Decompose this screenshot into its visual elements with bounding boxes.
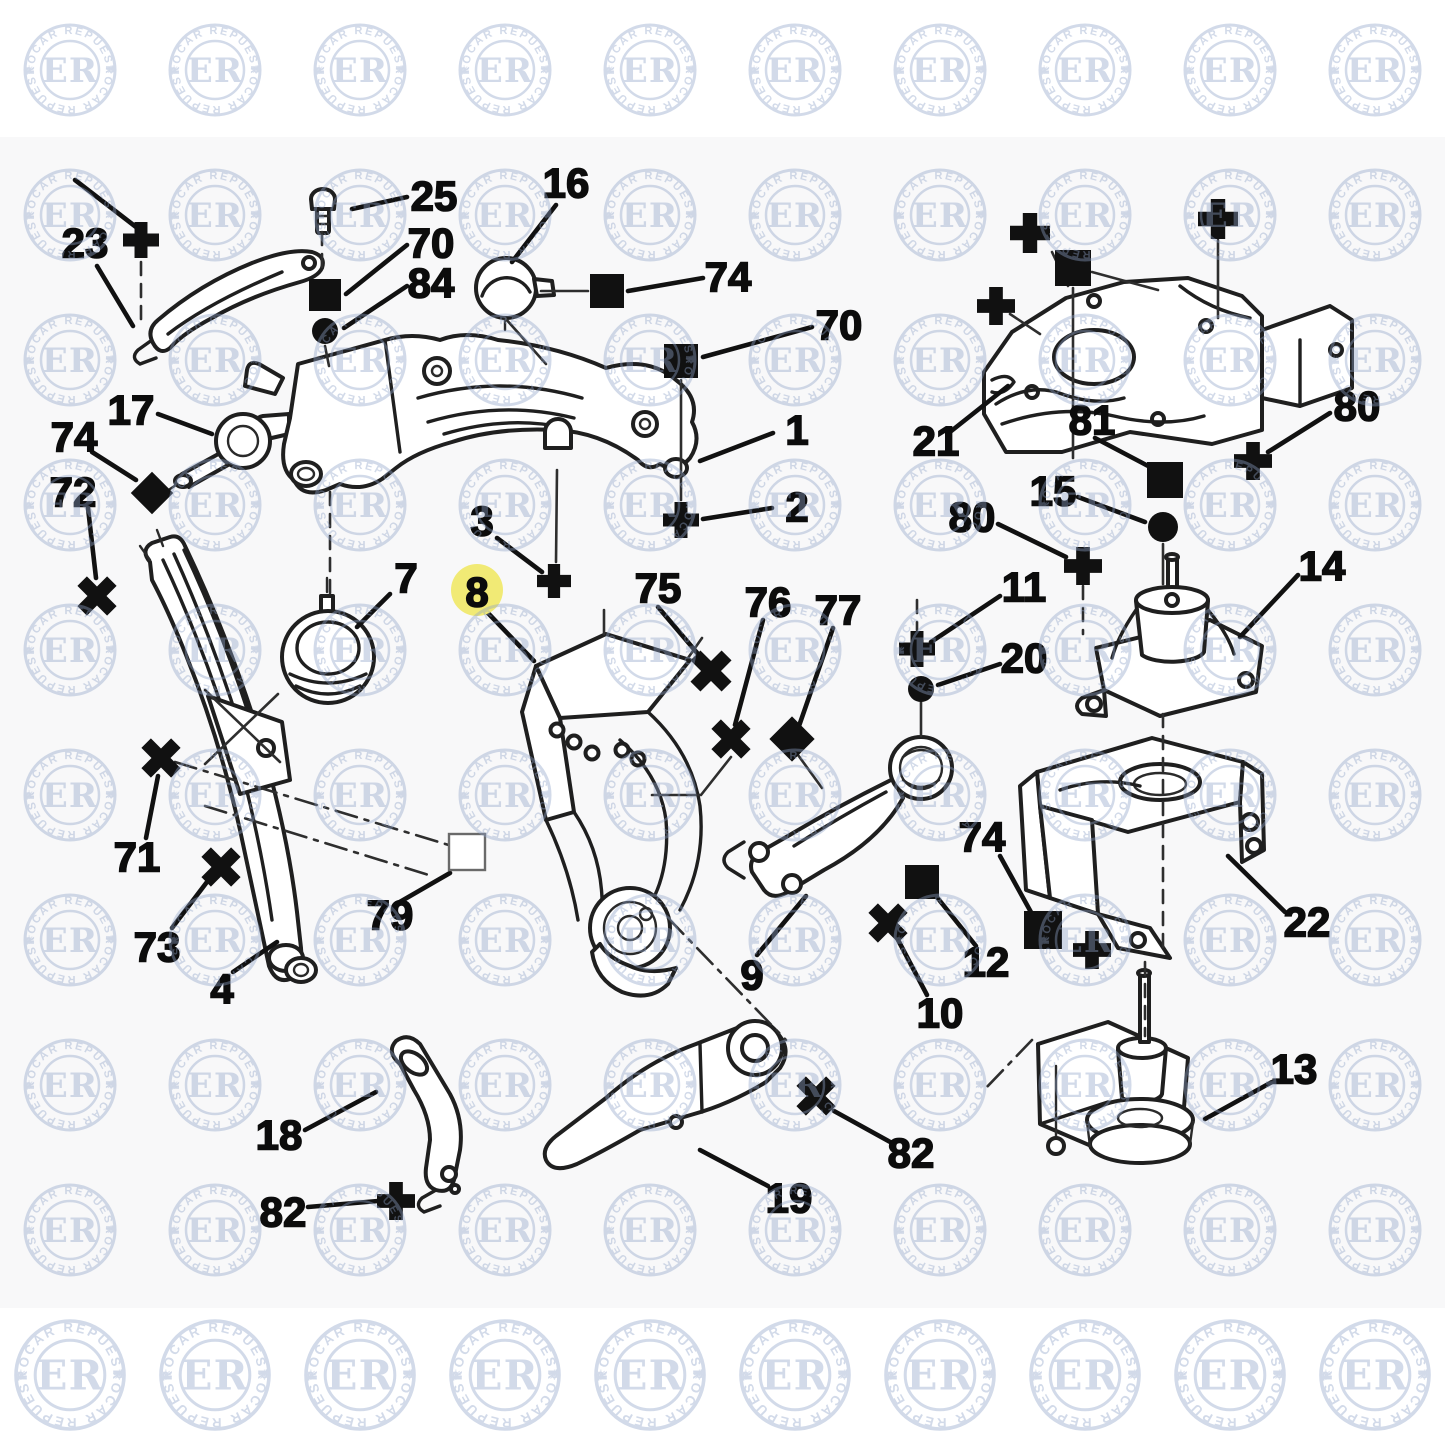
callout-21: 21 xyxy=(913,418,960,465)
assembly-line xyxy=(1008,312,1042,336)
leader-line xyxy=(89,449,139,483)
bolt-plus-symbol xyxy=(1064,547,1102,585)
nut-x-symbol xyxy=(711,719,751,759)
leader-line xyxy=(1237,572,1301,640)
assembly-line xyxy=(666,916,788,1042)
callout-74: 74 xyxy=(705,254,752,301)
leader-line xyxy=(395,870,453,906)
leader-line xyxy=(1265,410,1333,455)
bolt-plus-symbol xyxy=(1010,213,1050,253)
bolt-plus-symbol xyxy=(977,287,1015,325)
callout-18: 18 xyxy=(256,1112,303,1159)
diamond-marker xyxy=(130,471,174,515)
leader-line xyxy=(625,275,706,294)
callout-82: 82 xyxy=(260,1189,307,1236)
open-square-marker xyxy=(447,832,487,872)
callout-13: 13 xyxy=(1271,1046,1318,1093)
bolt-plus-symbol xyxy=(123,222,159,258)
leader-line xyxy=(155,411,215,437)
highlight-circle xyxy=(451,564,503,616)
leader-line xyxy=(997,853,1035,917)
callout-71: 71 xyxy=(114,834,161,881)
callout-22: 22 xyxy=(1284,899,1331,946)
callout-25: 25 xyxy=(411,173,458,220)
nut-x-symbol xyxy=(201,847,241,887)
leader-line xyxy=(697,1147,771,1189)
leader-line xyxy=(143,773,161,841)
leader-line xyxy=(94,263,136,329)
callout-84: 84 xyxy=(408,260,455,307)
nut-x-symbol xyxy=(77,576,117,616)
callout-74: 74 xyxy=(51,414,98,461)
leader-line xyxy=(1225,853,1288,915)
part-link-18 xyxy=(389,1035,463,1214)
leader-line xyxy=(995,521,1069,560)
dot-marker xyxy=(1148,512,1178,542)
leader-line xyxy=(1092,435,1153,470)
square-marker xyxy=(590,274,624,308)
callout-16: 16 xyxy=(543,160,590,207)
callout-1: 1 xyxy=(785,407,808,454)
assembly-line xyxy=(203,688,282,764)
leader-line xyxy=(831,1108,895,1146)
square-marker xyxy=(905,865,939,899)
square-marker xyxy=(309,279,341,311)
callout-11: 11 xyxy=(1002,564,1046,611)
square-marker xyxy=(1147,462,1183,498)
assembly-line xyxy=(203,804,434,878)
bolt-plus-symbol xyxy=(537,564,571,598)
bolt-plus-symbol xyxy=(1234,442,1272,480)
callout-10: 10 xyxy=(917,990,964,1037)
callout-14: 14 xyxy=(1299,543,1346,590)
nut-x-symbol xyxy=(690,650,732,692)
callout-7: 7 xyxy=(394,555,417,602)
leader-line xyxy=(697,430,776,464)
leader-line xyxy=(947,383,1011,435)
nut-x-symbol xyxy=(141,738,181,778)
assembly-line xyxy=(554,468,559,564)
callout-17: 17 xyxy=(108,387,155,434)
callout-70: 70 xyxy=(408,220,455,267)
assembly-line xyxy=(982,1038,1034,1092)
callout-82: 82 xyxy=(888,1130,935,1177)
assembly-line xyxy=(1090,270,1160,292)
leader-line xyxy=(343,242,410,297)
